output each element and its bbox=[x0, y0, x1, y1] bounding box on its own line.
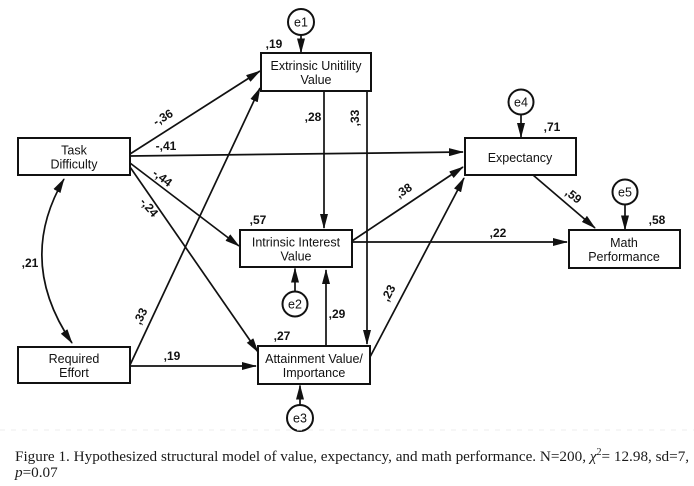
svg-text:,21: ,21 bbox=[22, 256, 39, 270]
svg-text:Value: Value bbox=[300, 73, 331, 87]
svg-text:-,24: -,24 bbox=[137, 195, 161, 220]
svg-text:Task: Task bbox=[61, 144, 87, 158]
svg-text:-,36: -,36 bbox=[151, 106, 176, 129]
svg-text:Intrinsic Interest: Intrinsic Interest bbox=[252, 236, 341, 250]
svg-text:-,44: -,44 bbox=[150, 166, 175, 190]
svg-text:,23: ,23 bbox=[378, 282, 398, 304]
svg-text:,28: ,28 bbox=[305, 110, 322, 124]
svg-text:e5: e5 bbox=[618, 186, 632, 200]
svg-text:e2: e2 bbox=[288, 298, 302, 312]
svg-text:,22: ,22 bbox=[490, 226, 507, 240]
svg-text:Effort: Effort bbox=[59, 366, 89, 380]
svg-text:,29: ,29 bbox=[329, 307, 346, 321]
svg-text:Required: Required bbox=[49, 352, 100, 366]
svg-text:e3: e3 bbox=[293, 412, 307, 426]
svg-text:Extrinsic Unitility: Extrinsic Unitility bbox=[271, 59, 363, 73]
svg-text:,57: ,57 bbox=[250, 213, 267, 227]
svg-text:,27: ,27 bbox=[274, 329, 291, 343]
svg-text:e1: e1 bbox=[294, 16, 308, 30]
svg-text:,58: ,58 bbox=[649, 213, 666, 227]
svg-text:,33: ,33 bbox=[348, 109, 362, 126]
svg-text:Expectancy: Expectancy bbox=[488, 151, 553, 165]
svg-text:Difficulty: Difficulty bbox=[50, 158, 98, 172]
svg-text:e4: e4 bbox=[514, 96, 528, 110]
svg-text:,19: ,19 bbox=[164, 349, 181, 363]
svg-text:,71: ,71 bbox=[544, 120, 561, 134]
svg-text:Performance: Performance bbox=[588, 250, 660, 264]
svg-text:Value: Value bbox=[280, 250, 311, 264]
svg-text:Importance: Importance bbox=[283, 366, 346, 380]
svg-text:Attainment Value/: Attainment Value/ bbox=[265, 352, 363, 366]
svg-text:,33: ,33 bbox=[130, 305, 150, 327]
svg-text:,38: ,38 bbox=[393, 180, 415, 201]
svg-text:,19: ,19 bbox=[266, 37, 283, 51]
svg-text:Math: Math bbox=[610, 236, 638, 250]
svg-text:-,41: -,41 bbox=[156, 139, 177, 153]
